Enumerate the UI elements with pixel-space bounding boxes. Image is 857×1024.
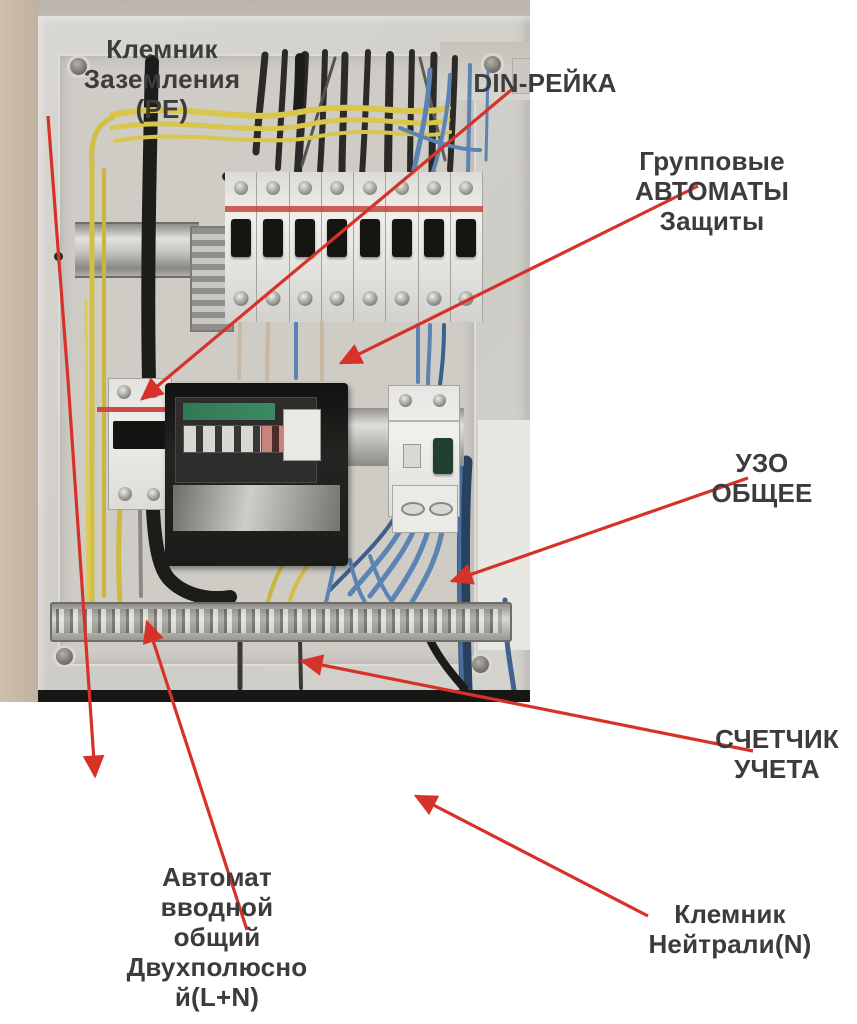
- wall-background-left: [0, 0, 38, 702]
- wiring: [84, 49, 517, 697]
- rcd-lower-terminals: [392, 485, 458, 533]
- breaker-toggle: [391, 219, 412, 257]
- photo-bottom-shadow: [0, 690, 530, 702]
- label-rcd-main: УЗО ОБЩЕЕ: [711, 448, 813, 508]
- breaker-module: [289, 172, 322, 322]
- breaker-toggle: [456, 219, 477, 257]
- neutral-terminal-bar: [50, 602, 512, 642]
- arrow-neutral-terminal: [413, 794, 649, 918]
- label-energy-meter: СЧЕТЧИК УЧЕТА: [715, 724, 839, 784]
- label-neutral-terminal: Клемник Нейтрали(N): [648, 899, 812, 959]
- corner-screw: [70, 58, 87, 75]
- breaker-toggle: [295, 219, 316, 257]
- meter-label-window: [283, 409, 321, 461]
- breaker-module: [386, 172, 419, 322]
- meter-metal-band: [173, 485, 340, 531]
- breaker-module: [450, 172, 483, 322]
- rcd-indicator: [403, 444, 421, 468]
- rcd-toggle: [433, 438, 453, 474]
- energy-meter: [165, 383, 348, 566]
- breaker-toggle: [359, 219, 380, 257]
- meter-terminal-cover: [217, 533, 301, 566]
- breaker-module: [321, 172, 354, 322]
- breaker-module: [257, 172, 290, 322]
- panel-photo: [0, 0, 530, 702]
- breaker-module: [354, 172, 387, 322]
- breaker-toggle: [230, 219, 251, 257]
- main-input-breaker: [97, 378, 177, 510]
- breaker-toggle: [327, 219, 348, 257]
- breaker-toggle: [262, 219, 283, 257]
- breaker-module: [418, 172, 451, 322]
- terminal-bar-screws: [56, 609, 502, 633]
- label-group-breakers: Групповые АВТОМАТЫ Защиты: [634, 146, 790, 236]
- breaker-module: [225, 172, 258, 322]
- breaker-red-stripe: [225, 206, 483, 212]
- group-breaker-row: [225, 172, 483, 322]
- meter-brand-strip: [183, 403, 275, 420]
- label-main-input-breaker: Автомат вводной общий Двухполюсно й(L+N): [126, 862, 308, 1012]
- breaker-red-stripe: [97, 407, 177, 412]
- breaker-toggle: [113, 421, 167, 449]
- breaker-toggle: [424, 219, 445, 257]
